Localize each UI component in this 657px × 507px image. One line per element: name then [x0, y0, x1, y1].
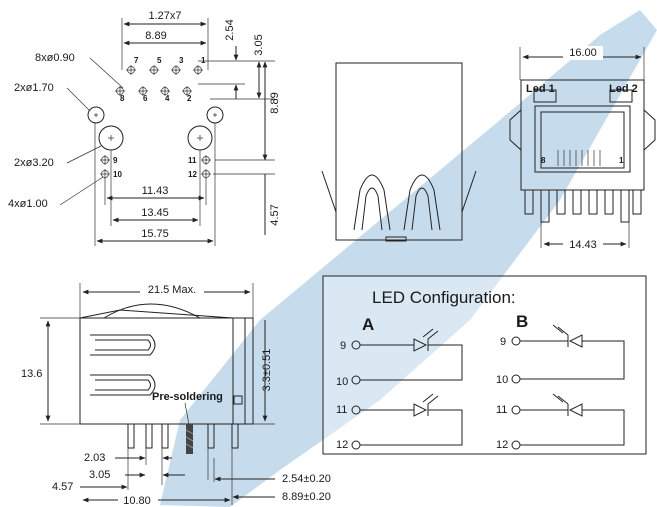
- d254-label: 2.54±0.20: [282, 473, 331, 485]
- pre-soldering-label: Pre-soldering: [152, 391, 223, 403]
- board-height-label: 3.3±0.51: [261, 349, 273, 392]
- led2-label: Led 2: [609, 83, 638, 95]
- a-pin-10: 10: [336, 376, 348, 388]
- length-label: 21.5 Max.: [148, 284, 196, 296]
- row-offset-label: 2.54: [224, 19, 236, 40]
- pin-4: 4: [165, 94, 170, 103]
- led-configuration: LED Configuration: A B 9 10 11 12 9 10 1…: [322, 275, 647, 455]
- outer-span-label: 15.75: [141, 228, 169, 240]
- b-pin-12: 12: [496, 439, 508, 451]
- side-view: 21.5 Max. Pre-soldering 13.6 3.3±0.51 2.…: [21, 282, 331, 507]
- guide-holes-label: 2xø3.20: [14, 157, 54, 169]
- guide-span-label: 13.45: [141, 207, 169, 219]
- column-a-label: A: [362, 315, 374, 334]
- height-label: 13.6: [21, 368, 42, 380]
- rear-pin-1: 1: [619, 156, 624, 165]
- a-pin-11: 11: [336, 404, 347, 416]
- pin-9: 9: [113, 156, 118, 165]
- pin-6: 6: [143, 94, 148, 103]
- d1080-label: 10.80: [123, 495, 151, 507]
- b-pin-10: 10: [496, 374, 508, 386]
- pin-5: 5: [157, 56, 162, 65]
- led-holes-label: 4xø1.00: [8, 198, 48, 210]
- d305-label: 3.05: [89, 469, 110, 481]
- led-span-label: 11.43: [142, 185, 169, 197]
- watermark: [160, 10, 657, 507]
- a-pin-12: 12: [336, 439, 348, 451]
- b-pin-11: 11: [496, 404, 507, 416]
- rear-width-label: 16.00: [569, 47, 597, 59]
- pin-1: 1: [201, 56, 206, 65]
- pin-7: 7: [134, 56, 139, 65]
- row-holes-label: 3.05: [253, 34, 265, 55]
- b-pin-9: 9: [500, 336, 506, 348]
- pitch-label: 1.27x7: [148, 10, 181, 22]
- pin-10: 10: [113, 170, 122, 179]
- pin-holes-label: 8xø0.90: [35, 52, 75, 64]
- pin-3: 3: [179, 56, 184, 65]
- d889-label: 8.89±0.20: [282, 491, 331, 503]
- pin-8: 8: [120, 94, 125, 103]
- pin-2: 2: [187, 94, 192, 103]
- front-view: [321, 62, 477, 242]
- mount-holes-label: 2xø1.70: [14, 82, 54, 94]
- rear-contacts: [557, 150, 601, 166]
- footprint-view: 1.27x7 8.89 2.54 3.05 8.89 4.57 7 5 3 1 …: [8, 10, 281, 246]
- pin-holes: [115, 65, 203, 96]
- d457-label: 4.57: [52, 481, 73, 493]
- d203-label: 2.03: [84, 452, 105, 464]
- pin-span-label: 14.43: [569, 239, 597, 251]
- a-pin-9: 9: [340, 340, 346, 352]
- led1-label: Led 1: [526, 83, 555, 95]
- pin-11: 11: [188, 156, 197, 165]
- rear-pin-8: 8: [541, 156, 546, 165]
- column-b-label: B: [516, 312, 528, 331]
- row-span-label: 8.89: [145, 30, 166, 42]
- rear-view: 16.00 Led 1 Led 2 8 1 14.43: [509, 46, 656, 251]
- row-led-label: 8.89: [269, 92, 281, 113]
- pin-12: 12: [188, 170, 197, 179]
- led-config-title: LED Configuration:: [372, 288, 516, 307]
- vertical-offset-label: 4.57: [269, 204, 281, 225]
